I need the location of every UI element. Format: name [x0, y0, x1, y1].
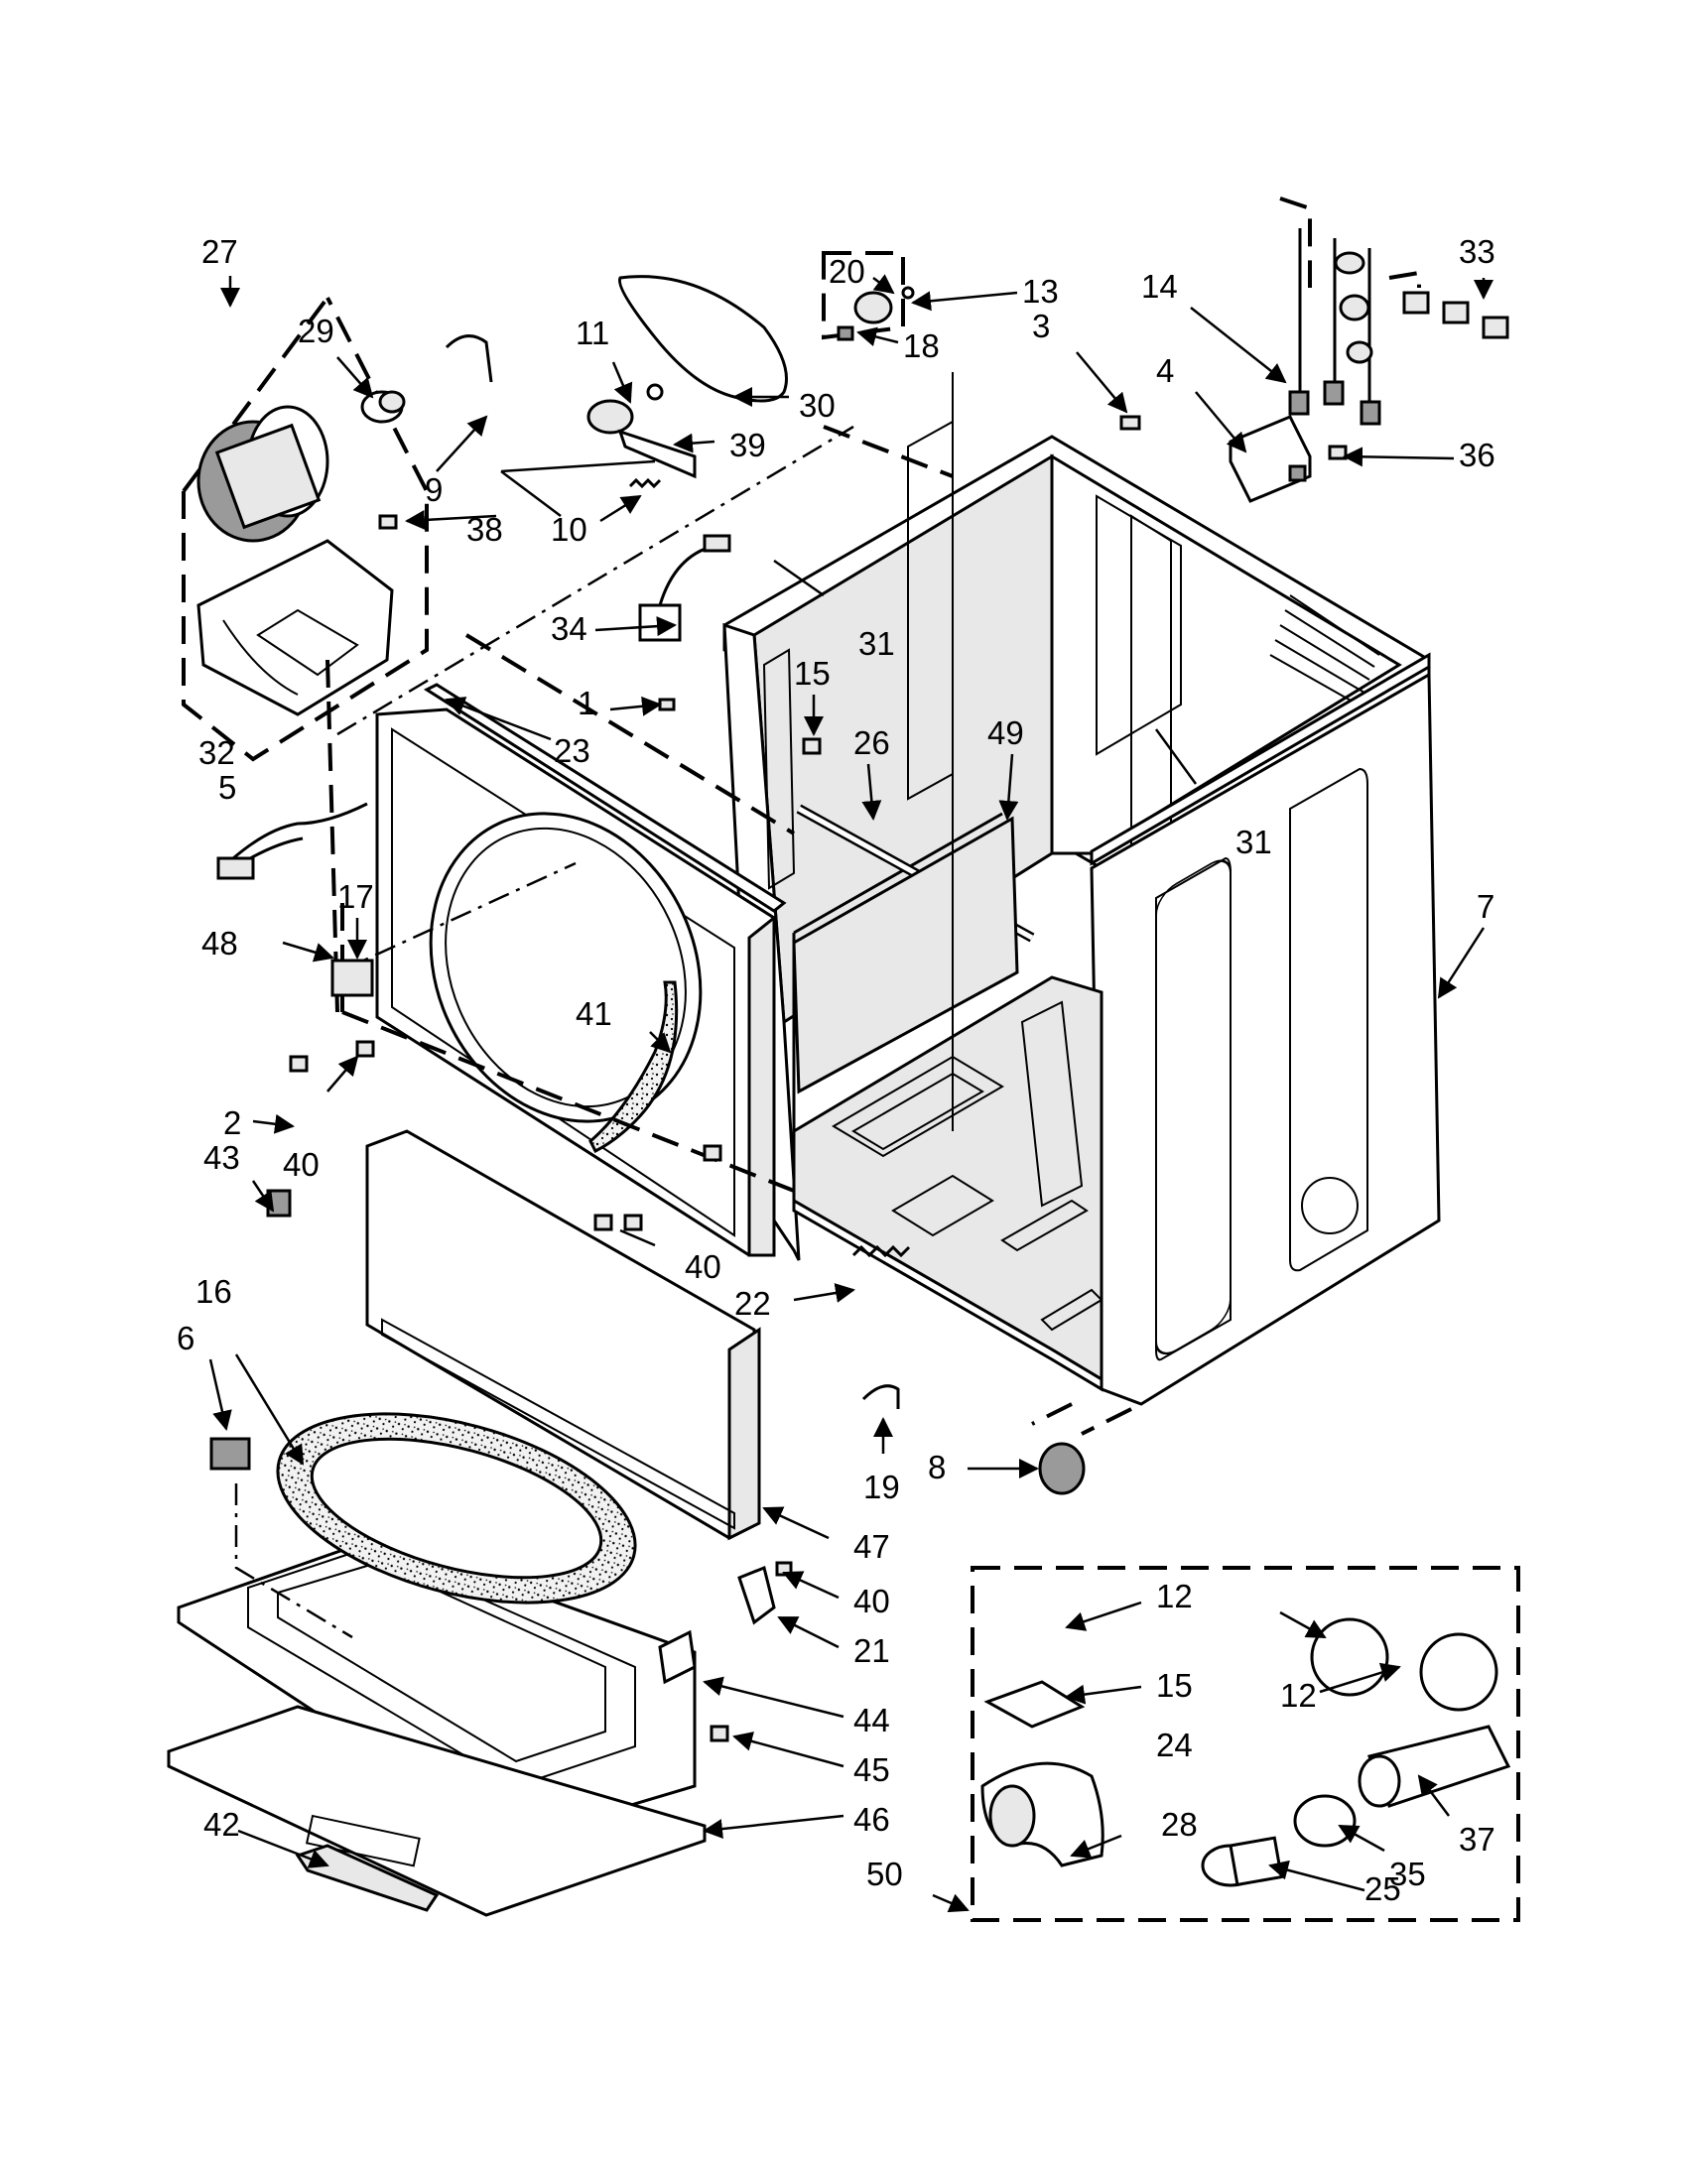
callout-25: 25	[1364, 1870, 1401, 1907]
thermal-fuse	[638, 534, 731, 642]
callout-35: 35	[1389, 1856, 1426, 1892]
callout-19: 19	[863, 1469, 900, 1505]
callout-20: 20	[829, 253, 865, 290]
callout-28: 28	[1161, 1806, 1198, 1843]
callout-47: 47	[853, 1528, 890, 1565]
callout-42: 42	[203, 1806, 240, 1843]
callout-11: 11	[576, 315, 609, 351]
top-panel-assembly	[167, 1412, 707, 1917]
callout-9: 9	[425, 471, 443, 508]
callout-30: 30	[799, 387, 836, 424]
callout-41: 41	[576, 995, 612, 1032]
callout-24: 24	[1156, 1727, 1193, 1763]
callout-32: 32	[198, 734, 235, 771]
callout-7: 7	[1477, 888, 1494, 925]
callout-12-top: 12	[1156, 1578, 1193, 1614]
terminal-block	[1229, 196, 1509, 503]
wire-harness	[216, 802, 368, 880]
callout-38: 38	[466, 511, 503, 548]
exhaust-kit	[971, 1566, 1520, 1922]
callout-labels: 27 29 9 38 10 11 39 30 20 18 13 3 14 4 3…	[177, 233, 1495, 1907]
callout-33: 33	[1459, 233, 1495, 270]
callout-40-lower: 40	[853, 1583, 890, 1619]
motor-assembly	[182, 296, 493, 762]
callout-50: 50	[866, 1856, 903, 1892]
callout-3: 3	[1032, 308, 1050, 344]
callout-15-kit: 15	[1156, 1667, 1193, 1704]
callout-36: 36	[1459, 437, 1495, 473]
callout-12-bottom: 12	[1280, 1677, 1317, 1714]
callout-17: 17	[337, 878, 374, 915]
motor-mount	[196, 539, 394, 716]
callout-1: 1	[578, 685, 595, 721]
callout-34: 34	[551, 610, 587, 647]
callout-44: 44	[853, 1702, 890, 1738]
centerline-3	[234, 1483, 353, 1639]
callout-22: 22	[734, 1285, 771, 1322]
callout-43: 43	[203, 1139, 240, 1176]
callout-31-left: 31	[858, 625, 895, 662]
callout-4: 4	[1156, 352, 1174, 389]
toe-panel	[365, 1129, 761, 1541]
callout-27: 27	[201, 233, 238, 270]
callout-8: 8	[928, 1449, 946, 1485]
callout-39: 39	[729, 427, 766, 463]
callout-6: 6	[177, 1320, 195, 1356]
callout-40-mid: 40	[685, 1248, 721, 1285]
callout-2: 2	[223, 1104, 241, 1141]
callout-37: 37	[1459, 1821, 1495, 1858]
callout-10: 10	[551, 511, 587, 548]
callout-45: 45	[853, 1751, 890, 1788]
idler-assembly	[586, 383, 697, 489]
callout-31-right: 31	[1235, 824, 1272, 860]
callout-5: 5	[218, 769, 236, 806]
callout-16: 16	[195, 1273, 232, 1310]
centerline-2	[336, 861, 577, 974]
callout-23: 23	[554, 732, 590, 769]
centerline-1	[336, 425, 854, 736]
callout-13: 13	[1022, 273, 1059, 310]
callout-29: 29	[298, 313, 334, 349]
callout-21: 21	[853, 1632, 890, 1669]
drive-belt	[617, 275, 788, 403]
cabinet	[722, 420, 1441, 1406]
front-panel	[375, 683, 787, 1257]
callout-49: 49	[987, 714, 1024, 751]
callout-40-left: 40	[283, 1146, 320, 1183]
callout-46: 46	[853, 1801, 890, 1838]
fasteners	[209, 415, 1348, 1742]
callout-18: 18	[903, 327, 940, 364]
callout-48: 48	[201, 925, 238, 962]
callout-15-cabinet: 15	[794, 655, 831, 692]
callout-26: 26	[853, 724, 890, 761]
callout-14: 14	[1141, 268, 1178, 305]
leader-lines	[208, 274, 1493, 1913]
